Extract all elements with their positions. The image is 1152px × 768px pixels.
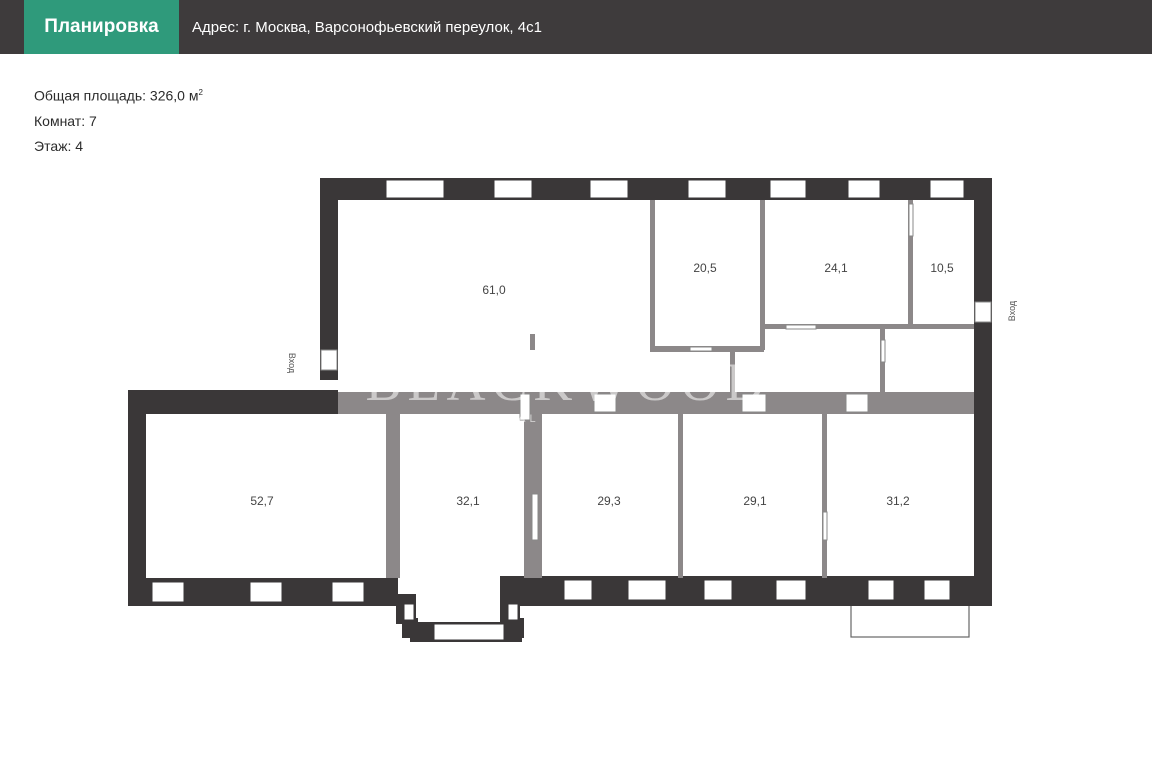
total-area: Общая площадь: 326,0 м2 [34, 87, 203, 104]
balcony [850, 599, 970, 638]
page-title: Планировка [24, 0, 179, 54]
room-label: 52,7 [250, 494, 274, 508]
watermark-sub: INTERNATIONAL [400, 413, 539, 425]
address-text: Адрес: г. Москва, Варсонофьевский переул… [192, 18, 542, 36]
room-label: 32,1 [456, 494, 480, 508]
windows [151, 179, 965, 641]
room-count: Комнат: 7 [34, 112, 97, 129]
room-label: 61,0 [482, 283, 506, 297]
room-label: 29,3 [597, 494, 621, 508]
entry-label-right: Вход [1007, 300, 1017, 321]
property-info: Общая площадь: 326,0 м2 Комнат: 7 Этаж: … [34, 80, 203, 159]
header-bar: Планировка Адрес: г. Москва, Варсонофьев… [0, 0, 1152, 54]
entry-label-left: Вход [287, 353, 297, 374]
room-label: 31,2 [886, 494, 910, 508]
room-label: 24,1 [824, 261, 848, 275]
room-label: 10,5 [930, 261, 954, 275]
floor-number: Этаж: 4 [34, 137, 84, 154]
watermark-logo: BLACKWOOD [366, 352, 771, 412]
doors [320, 203, 992, 541]
room-label: 20,5 [693, 261, 717, 275]
room-label: 29,1 [743, 494, 767, 508]
